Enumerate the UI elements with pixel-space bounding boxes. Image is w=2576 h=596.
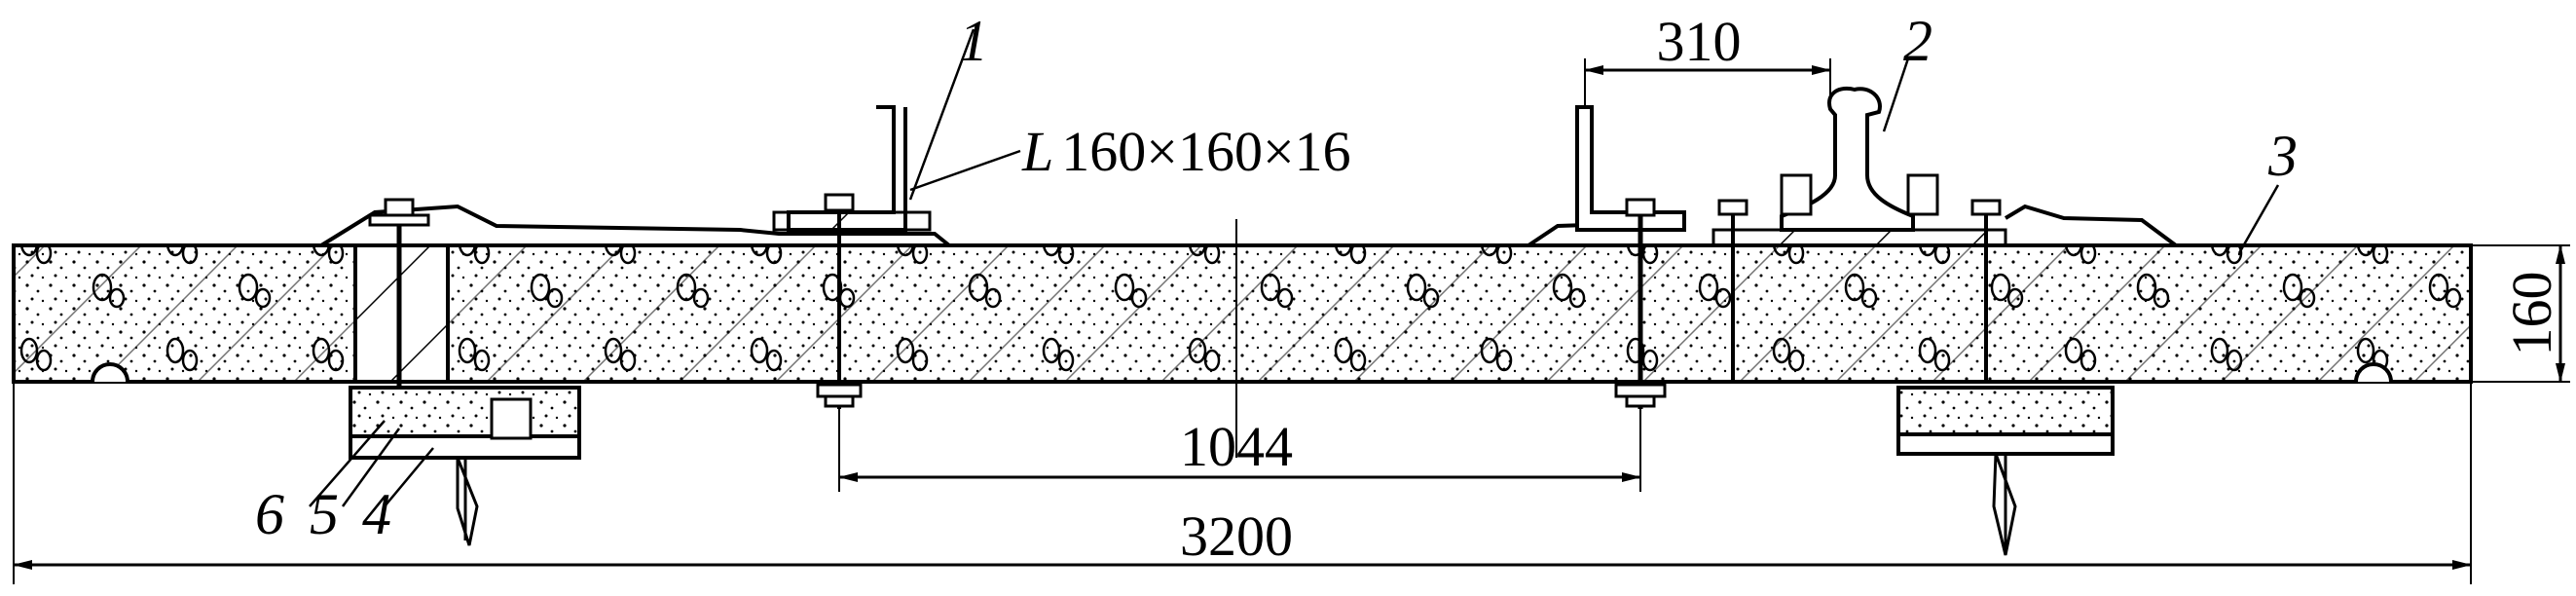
dimension-310-label: 310: [1657, 10, 1742, 73]
angle-spec: 160×160×16: [1061, 120, 1350, 183]
dimension-160-label: 160: [2500, 272, 2563, 356]
rail: [1711, 87, 2007, 380]
dimension-thickness: [2471, 244, 2570, 383]
angle-prefix: L: [1021, 120, 1053, 183]
callout-2: 2: [1903, 9, 1932, 73]
dimension-gauge: [1584, 58, 1831, 109]
callout-leaders: [309, 28, 2280, 507]
callout-1: 1: [959, 9, 988, 73]
dimension-1044-label: 1044: [1180, 415, 1293, 478]
right-base-pad: [1896, 386, 2115, 556]
angle-iron-left: [772, 105, 932, 409]
dimension-bolt-spacing: [838, 409, 1641, 492]
angle-iron-right: [1575, 105, 1686, 409]
dimension-overall-length: [13, 382, 2472, 584]
callout-3: 3: [2267, 124, 2298, 188]
callout-6: 6: [255, 482, 284, 546]
concrete-slab: [12, 243, 2473, 384]
callout-5: 5: [310, 482, 339, 546]
left-base-pad: [349, 386, 581, 546]
callout-4: 4: [362, 482, 391, 546]
dimension-3200-label: 3200: [1180, 504, 1293, 568]
